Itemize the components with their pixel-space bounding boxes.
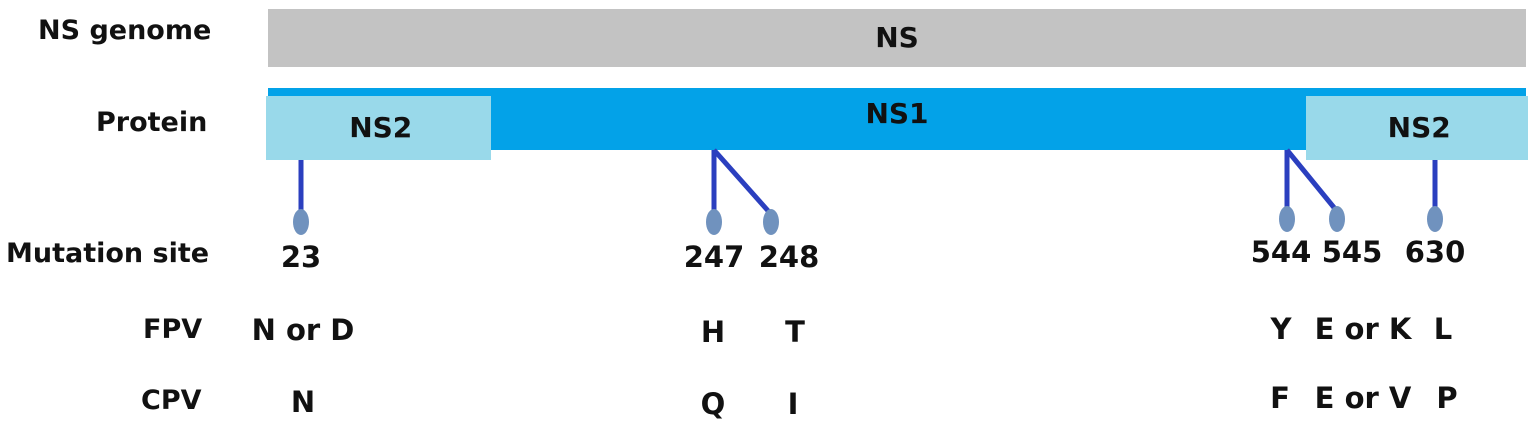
cpv-23: N [290,385,316,419]
site-544: 544 [1250,235,1312,269]
site-247: 247 [683,240,745,274]
ns-genome-bar: NS [268,9,1526,67]
head-248 [763,209,779,235]
cpv-544: F [1270,381,1290,415]
site-545: 545 [1321,235,1383,269]
site-630: 630 [1404,235,1466,269]
ns1-label: NS1 [865,97,929,131]
mutation-row-label: Mutation site [6,238,210,269]
genome-row-label: NS genome [38,15,212,46]
head-247 [706,209,722,235]
cpv-545: E or V [1314,381,1412,415]
cpv-row-label: CPV [141,385,202,416]
ns2-left-label: NS2 [349,111,413,144]
site-23: 23 [280,240,322,274]
ns2-right-label: NS2 [1387,111,1451,144]
fpv-630: L [1433,312,1453,346]
cpv-248: I [787,387,799,421]
ns2-right-protein-bar: NS2 [1306,96,1528,160]
ns2-left-protein-bar: NS2 [266,96,491,160]
protein-row-label: Protein [96,107,208,138]
fpv-247: H [700,315,726,349]
ns-genome-label: NS [875,21,919,54]
fpv-545: E or K [1314,312,1412,346]
cpv-630: P [1436,381,1458,415]
fpv-544: Y [1270,312,1292,346]
fpv-248: T [785,315,805,349]
head-545 [1329,206,1345,232]
fpv-row-label: FPV [143,314,203,345]
cpv-247: Q [700,387,726,421]
stem-248 [712,148,772,215]
head-544 [1279,206,1295,232]
fpv-23: N or D [251,313,355,347]
site-248: 248 [758,240,820,274]
head-630 [1427,206,1443,232]
head-23 [293,209,309,235]
